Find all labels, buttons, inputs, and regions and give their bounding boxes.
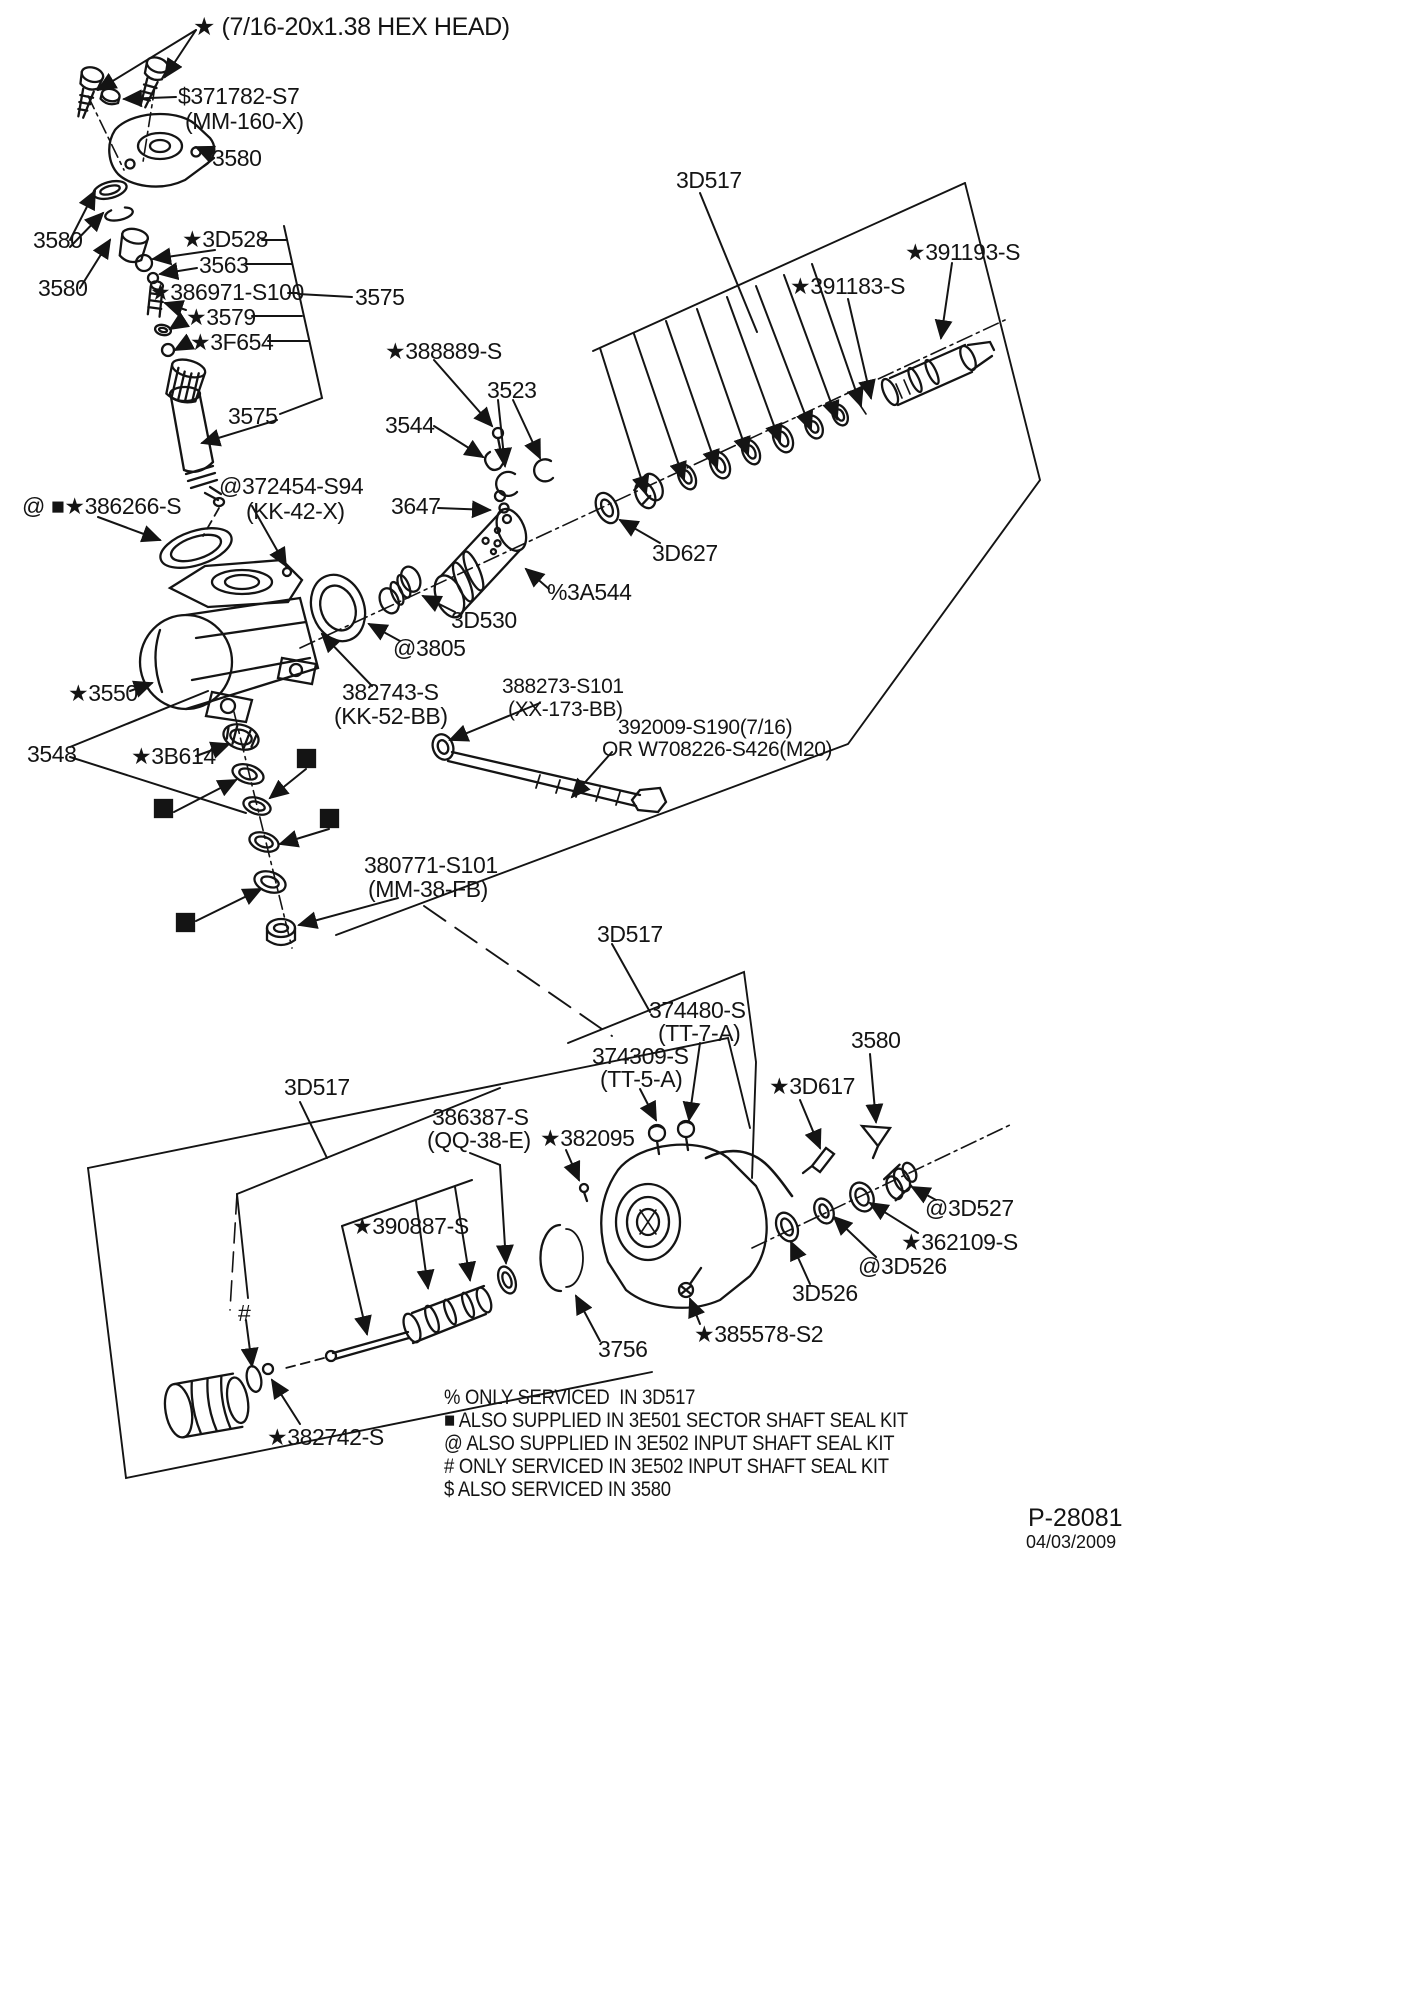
lower-leaders-drawing xyxy=(240,943,937,1425)
label-mm-38-fb: (MM-38-FB) xyxy=(368,876,488,902)
label-3550: ★3550 xyxy=(68,680,138,706)
plug-382742-drawing xyxy=(163,1362,275,1439)
legend-line-dollar: $ ALSO SERVICED IN 3580 xyxy=(444,1478,671,1501)
label-386266-s: @ ■★386266-S xyxy=(22,493,182,519)
label-3575-b: 3575 xyxy=(228,403,278,429)
label-382095: ★382095 xyxy=(540,1125,635,1151)
label-388889-s: ★388889-S xyxy=(385,338,502,364)
label-3d527: @3D527 xyxy=(925,1195,1014,1221)
label-380771-s101: 380771-S101 xyxy=(364,852,498,878)
label-xx-173-bb: (XX-173-BB) xyxy=(508,698,623,721)
legend-line-hash: # ONLY SERVICED IN 3E502 INPUT SHAFT SEA… xyxy=(444,1455,889,1478)
label-3d517-bottom: 3D517 xyxy=(284,1074,350,1100)
label-3647: 3647 xyxy=(391,493,441,519)
label-kk-52-bb: (KK-52-BB) xyxy=(334,703,448,729)
label-3580-c: 3580 xyxy=(38,275,88,301)
label-374309-s: 374309-S xyxy=(592,1043,689,1069)
label-hex-head-note: ★ (7/16-20x1.38 HEX HEAD) xyxy=(193,13,510,41)
valve-sleeve-3a544 xyxy=(433,507,528,619)
label-3580-d: 3580 xyxy=(851,1027,901,1053)
pump-assembly-drawing xyxy=(578,1119,794,1309)
label-fence-3575-drawing xyxy=(200,225,353,447)
label-hash-mark: # xyxy=(238,1300,251,1326)
figure-number: P-28081 xyxy=(1028,1504,1123,1532)
label-3805: @3805 xyxy=(393,635,466,661)
label-tt-7-a: (TT-7-A) xyxy=(658,1020,741,1046)
label-3579: ★3579 xyxy=(186,304,256,330)
label-3d517-mid: 3D517 xyxy=(597,921,663,947)
label-388273-s101: 388273-S101 xyxy=(502,675,624,698)
label-qq-38-e: (QQ-38-E) xyxy=(427,1127,531,1153)
label-391193-s: ★391193-S xyxy=(905,239,1021,265)
label-362109-s: ★362109-S xyxy=(901,1229,1018,1255)
gear-housing-drawing xyxy=(69,505,373,814)
side-cover-bolt-drawing xyxy=(431,702,668,814)
label-3563: 3563 xyxy=(199,252,249,278)
label-391183-s: ★391183-S xyxy=(790,273,906,299)
label-3d627: 3D627 xyxy=(652,540,718,566)
label-3b614: ★3B614 xyxy=(131,743,216,769)
label-390887-s: ★390887-S xyxy=(352,1213,469,1239)
label-392009-s190: 392009-S190(7/16) xyxy=(618,716,793,739)
label-3580-a: 3580 xyxy=(212,145,262,171)
label-374480-s: 374480-S xyxy=(649,997,746,1023)
valve-390887-drawing xyxy=(285,1223,584,1369)
label-3544: 3544 xyxy=(385,412,435,438)
input-shaft-stack-drawing xyxy=(69,179,216,358)
label-w708226-s426: OR W708226-S426(M20) xyxy=(602,738,833,761)
label-3756: 3756 xyxy=(598,1336,648,1362)
label-3548: 3548 xyxy=(27,741,77,767)
clip-parts-drawing xyxy=(433,359,555,525)
label-3a544: %3A544 xyxy=(547,579,632,605)
fence-arrows-3d517-drawing xyxy=(599,192,953,496)
label-3523: 3523 xyxy=(487,377,537,403)
label-3d517-top: 3D517 xyxy=(676,167,742,193)
boundary-dash xyxy=(229,1193,238,1311)
input-shaft-end xyxy=(857,340,996,415)
kit-boundary-lower-drawing xyxy=(87,970,757,1480)
label-385578-s2: ★385578-S2 xyxy=(694,1321,824,1347)
label-3f654: ★3F654 xyxy=(190,329,274,355)
input-seal-386266-drawing xyxy=(97,516,233,569)
legend-line-at: @ ALSO SUPPLIED IN 3E502 INPUT SHAFT SEA… xyxy=(444,1432,895,1455)
label-382743-s: 382743-S xyxy=(342,679,439,705)
label-382742-s: ★382742-S xyxy=(267,1424,384,1450)
label-kk-42-x: (KK-42-X) xyxy=(246,498,345,524)
worm-shaft-drawing xyxy=(165,358,226,537)
figure-date: 04/03/2009 xyxy=(1026,1532,1117,1552)
sector-shaft-seals-drawing xyxy=(153,711,399,949)
valve-parts-chain-drawing xyxy=(299,319,1006,649)
upper-cover-flange-drawing xyxy=(108,112,217,188)
label-386971-s100: ★386971-S100 xyxy=(150,279,304,305)
label-3d528: ★3D528 xyxy=(182,226,268,252)
kit-boundary-upper-drawing xyxy=(335,182,1042,1037)
legend-line-square: ■ ALSO SUPPLIED IN 3E501 SECTOR SHAFT SE… xyxy=(444,1409,908,1432)
right-chain-drawing xyxy=(751,1123,1013,1249)
label-3d617: ★3D617 xyxy=(769,1073,855,1099)
label-386387-s: 386387-S xyxy=(432,1104,529,1130)
label-3d526: 3D526 xyxy=(792,1280,858,1306)
label-tt-5-a: (TT-5-A) xyxy=(600,1066,683,1092)
legend-line-percent: % ONLY SERVICED IN 3D517 xyxy=(444,1386,696,1409)
label-371782-s7: $371782-S7 xyxy=(178,83,300,109)
label-3d526-at: @3D526 xyxy=(858,1253,947,1279)
label-mm-160-x: (MM-160-X) xyxy=(185,108,304,134)
label-3575-a: 3575 xyxy=(355,284,405,310)
label-3580-b: 3580 xyxy=(33,227,83,253)
upper-cover-bolts-drawing xyxy=(77,29,197,171)
label-372454-s94: @372454-S94 xyxy=(219,473,364,499)
label-3d530: 3D530 xyxy=(451,607,517,633)
